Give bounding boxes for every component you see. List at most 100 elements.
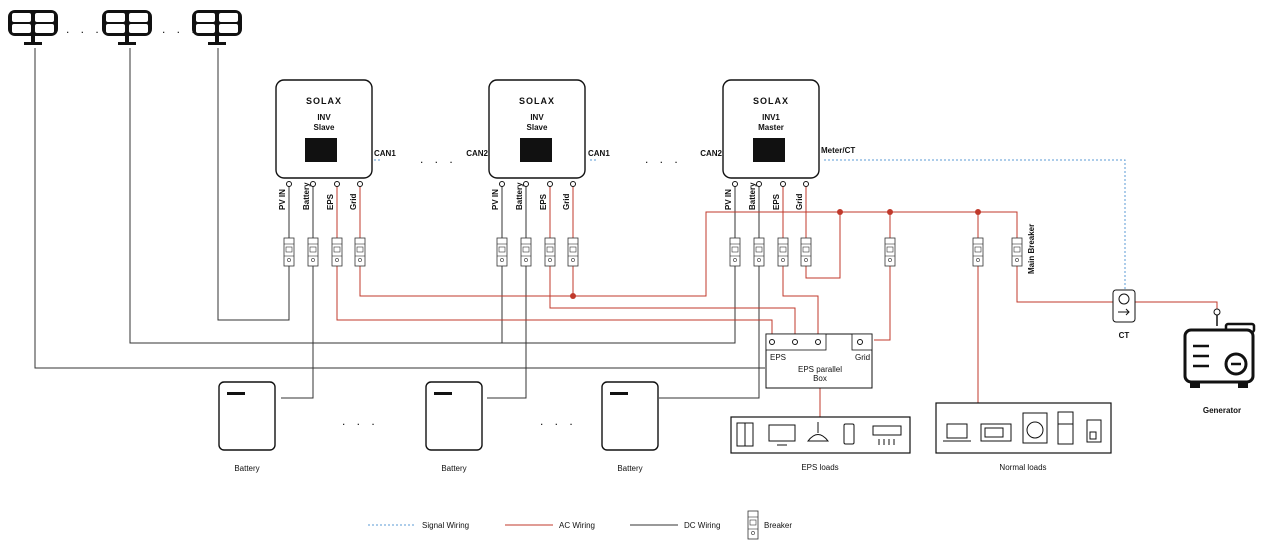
breaker-icon (331, 237, 343, 267)
kettle-icon (1086, 419, 1102, 443)
inverter-role: Slave (314, 123, 335, 132)
inverter-name: INV (317, 113, 331, 122)
inverter-body (275, 79, 373, 179)
grid-terminal-label: Grid (562, 193, 571, 210)
eps-box-grid-label: Grid (855, 353, 870, 362)
breaker-icon (520, 237, 532, 267)
generator-label: Generator (1203, 406, 1241, 415)
main-breaker-icon (1011, 237, 1023, 267)
inverter-body (722, 79, 820, 179)
laptop-icon (943, 423, 971, 442)
breaker-icon (567, 237, 579, 267)
inverter-display (520, 138, 552, 162)
inverter-master: SOLAX INV1 Master CAN2 Meter/CT (700, 79, 855, 179)
battery-terminal-label: Battery (748, 182, 757, 210)
normal-loads-label: Normal loads (999, 463, 1046, 472)
refrigerator-icon (736, 422, 754, 447)
ct-sensor: CT (1112, 289, 1136, 340)
legend-signal-label: Signal Wiring (422, 521, 469, 530)
breaker-icon (307, 237, 319, 267)
dc-wiring (34, 48, 765, 399)
ceiling-lamp-icon (806, 422, 830, 442)
junction-dots (570, 209, 981, 299)
terminal-labels: PV IN Battery EPS Grid PV IN Battery EPS… (278, 182, 1036, 274)
battery-terminal-label: Battery (515, 182, 524, 210)
eps-loads: EPS loads (730, 416, 911, 472)
breaker-icon (283, 237, 295, 267)
battery-label: Battery (234, 464, 259, 473)
inverter-display (305, 138, 337, 162)
breaker-icon (777, 237, 789, 267)
eps-box-eps-label: EPS (770, 353, 786, 362)
inverter-name: INV1 (762, 113, 780, 122)
inverter-slave-2: SOLAX INV Slave CAN2 CAN1 (466, 79, 610, 179)
meter-ct-port-label: Meter/CT (821, 146, 855, 155)
legend-breaker-icon (747, 510, 759, 540)
legend-dc-label: DC Wiring (684, 521, 720, 530)
eps-loads-label: EPS loads (801, 463, 838, 472)
legend-ac-label: AC Wiring (559, 521, 595, 530)
ct-label: CT (1119, 331, 1130, 340)
breaker-icon (496, 237, 508, 267)
solar-panel-array: . . . . . . (8, 10, 242, 45)
inverter-body (488, 79, 586, 179)
breaker-icon (972, 237, 984, 267)
eps-parallel-box: EPS Grid EPS parallel Box (765, 333, 873, 389)
signal-wiring (374, 159, 1126, 290)
inverter-terminals (286, 181, 809, 187)
panel-ellipsis: . . . (162, 22, 199, 36)
battery-icon (218, 381, 276, 451)
grid-terminal-label: Grid (795, 193, 804, 210)
battery-ellipsis: . . . (540, 414, 577, 428)
solar-panel-icon (8, 10, 58, 45)
battery-icon (425, 381, 483, 451)
normal-loads: Normal loads (935, 402, 1112, 472)
can2-port-label: CAN2 (466, 149, 488, 158)
eps-terminal-label: EPS (326, 193, 335, 210)
microwave-icon (980, 423, 1012, 442)
inverter-display (753, 138, 785, 162)
grid-terminal-label: Grid (349, 193, 358, 210)
main-breaker-label: Main Breaker (1027, 224, 1036, 274)
can1-port-label: CAN1 (588, 149, 610, 158)
battery-terminal-label: Battery (302, 182, 311, 210)
eps-box-title: EPS parallel (798, 365, 842, 374)
inverter-brand: SOLAX (306, 96, 342, 106)
inverter-name: INV (530, 113, 544, 122)
battery-icon (601, 381, 659, 451)
inverter-role: Master (758, 123, 784, 132)
legend: Signal Wiring AC Wiring DC Wiring Breake… (368, 510, 792, 540)
inverter-brand: SOLAX (753, 96, 789, 106)
breaker-icon (753, 237, 765, 267)
generator-icon (1183, 308, 1256, 388)
washing-machine-icon (1022, 412, 1048, 444)
can-ellipsis: . . . (420, 152, 457, 166)
solar-panel-icon (102, 10, 152, 45)
battery-label: Battery (441, 464, 466, 473)
batteries: Battery Battery Battery . . . . . . (218, 381, 659, 473)
breaker-icon (884, 237, 896, 267)
pv-in-label: PV IN (491, 189, 500, 210)
breaker-icon (800, 237, 812, 267)
breaker-icon (354, 237, 366, 267)
eps-terminal-label: EPS (539, 193, 548, 210)
can-ellipsis: . . . (645, 152, 682, 166)
pv-in-label: PV IN (724, 189, 733, 210)
breaker-icon (729, 237, 741, 267)
fridge-icon (1057, 411, 1074, 445)
can2-port-label: CAN2 (700, 149, 722, 158)
breaker-icon (544, 237, 556, 267)
eps-box-subtitle: Box (813, 374, 827, 383)
inverter-slave-1: SOLAX INV Slave CAN1 (275, 79, 396, 179)
legend-breaker-label: Breaker (764, 521, 792, 530)
can1-port-label: CAN1 (374, 149, 396, 158)
television-icon (768, 424, 796, 446)
battery-ellipsis: . . . (342, 414, 379, 428)
eps-terminal-label: EPS (772, 193, 781, 210)
inverter-role: Slave (527, 123, 548, 132)
pv-in-label: PV IN (278, 189, 287, 210)
battery-label: Battery (617, 464, 642, 473)
panel-ellipsis: . . . (66, 22, 103, 36)
air-conditioner-icon (872, 425, 902, 445)
